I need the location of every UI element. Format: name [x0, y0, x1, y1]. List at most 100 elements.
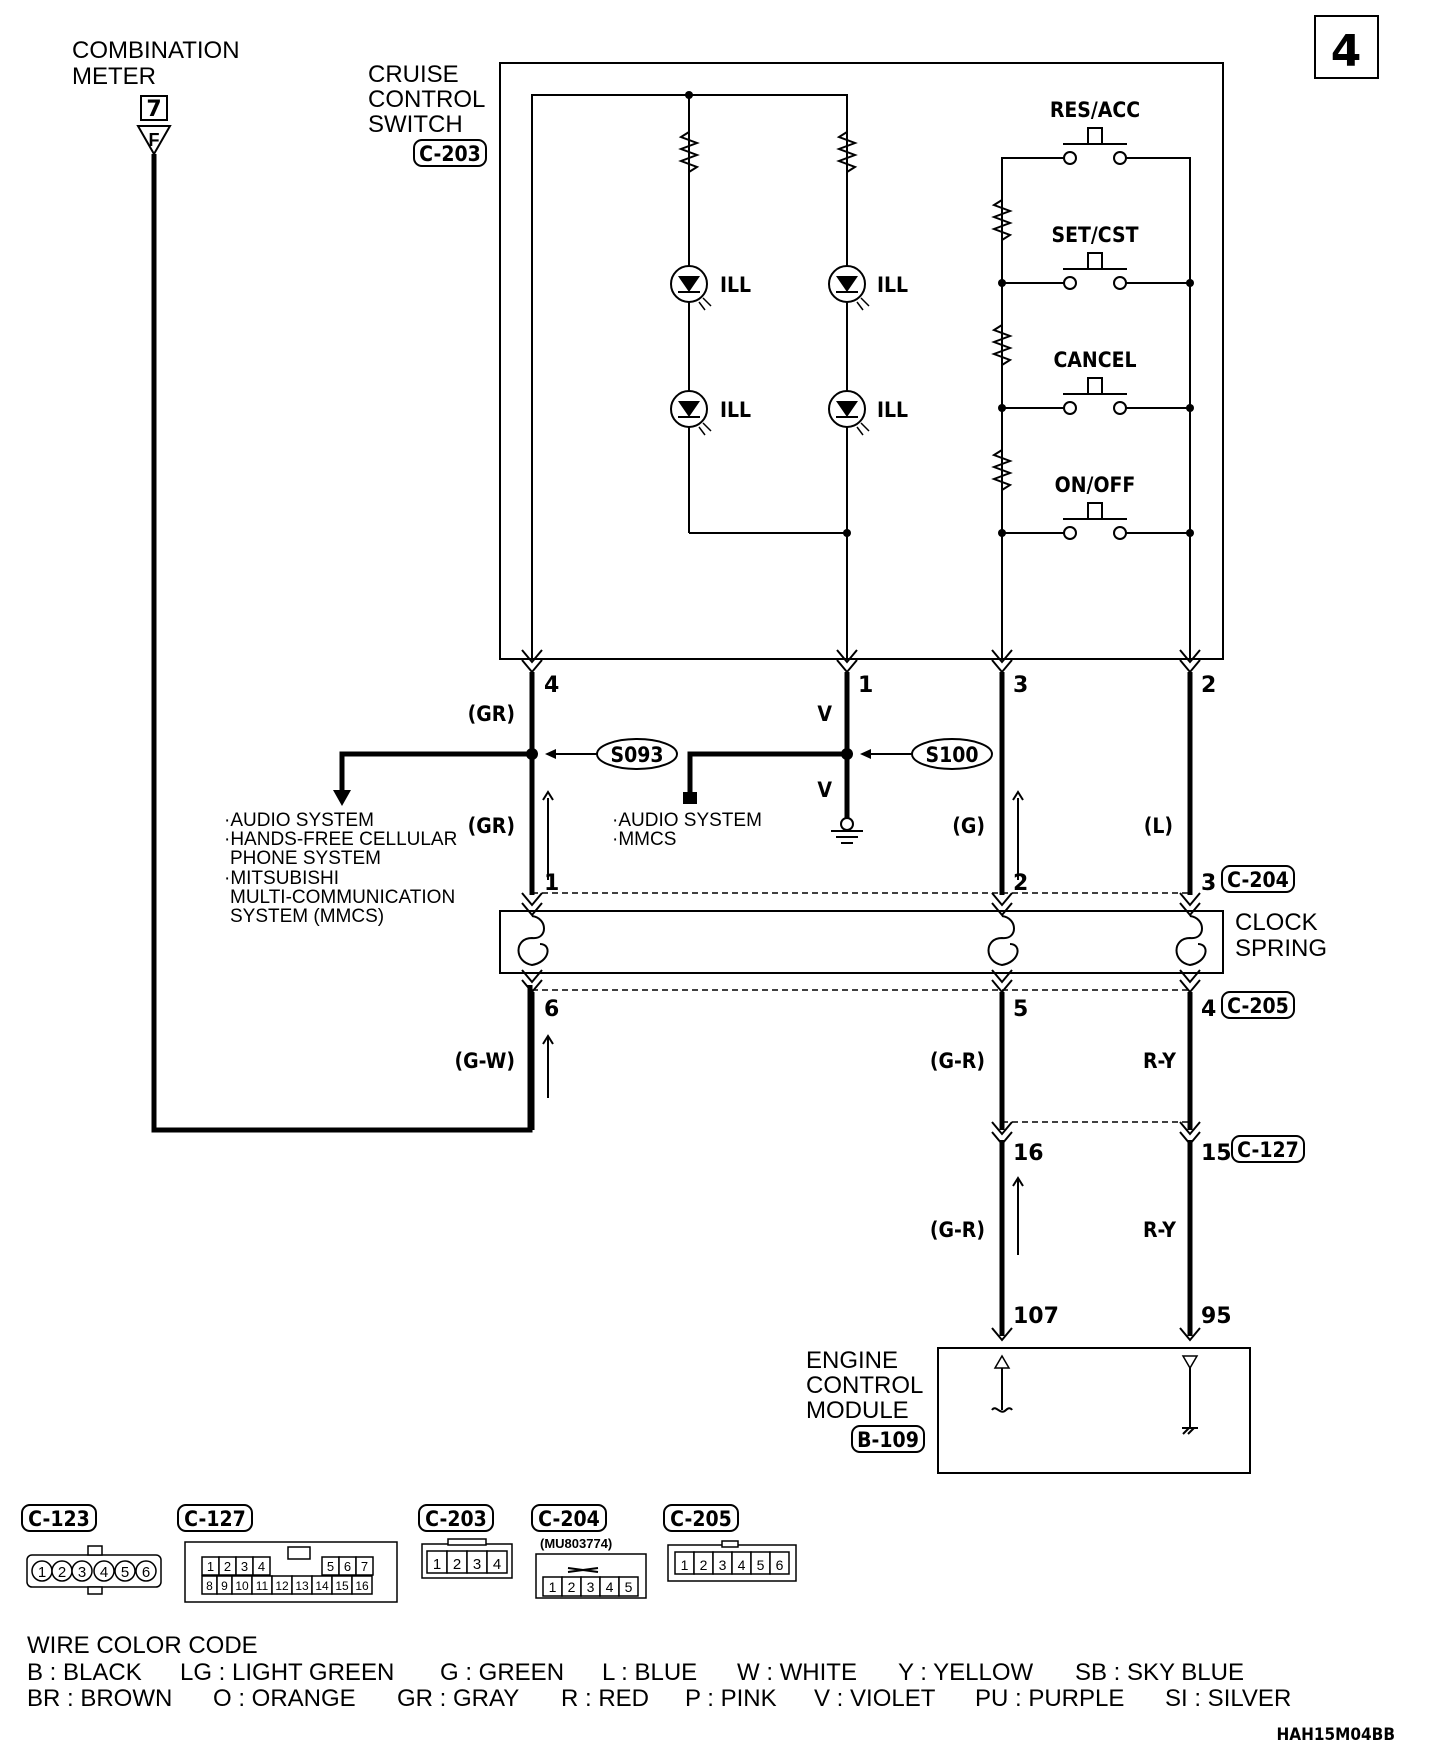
audio-left-note: ·MITSUBISHI	[224, 868, 339, 889]
c204-pin-2: 2	[1013, 871, 1028, 896]
audio-left-note: ·AUDIO SYSTEM	[224, 810, 374, 831]
wire-color-code-entry: GR : GRAY	[397, 1685, 519, 1712]
wire-s100-to-audio	[687, 751, 847, 795]
c205-tag-box	[1221, 991, 1295, 1019]
switch-ladder-left	[1001, 157, 1068, 659]
connector-chevron	[1179, 892, 1201, 917]
wire-color-code-entry: SI : SILVER	[1165, 1685, 1291, 1712]
c205-cell-label: 6	[776, 1557, 784, 1573]
wire-color-g: (G)	[952, 814, 985, 838]
push-switch-icon	[1063, 252, 1127, 290]
ill-bulb-icon	[828, 390, 870, 436]
switch-node	[1186, 279, 1194, 287]
audio-mid-note: ·MMCS	[612, 829, 676, 850]
wire-color-code-entry: LG : LIGHT GREEN	[180, 1659, 394, 1686]
c123-cell: 5	[121, 1564, 129, 1581]
wire-meter-to-c205-pin6	[151, 154, 533, 1133]
c203-cell-label: 3	[473, 1556, 481, 1573]
wire-color-v-lower: V	[817, 778, 832, 802]
wire-color-v-upper: V	[817, 702, 832, 726]
combination-meter-label-2: METER	[72, 63, 156, 90]
c204-tag-box	[1221, 865, 1295, 893]
resistor-icon	[991, 449, 1013, 491]
c204-part-number: (MU803774)	[540, 1536, 612, 1551]
current-arrow-icon	[1012, 790, 1024, 880]
wire-color-code-entry: V : VIOLET	[814, 1685, 936, 1712]
clock-spring-label-2: SPRING	[1235, 935, 1327, 962]
wire-color-code-entry: PU : PURPLE	[975, 1685, 1124, 1712]
ill-label: ILL	[720, 273, 751, 297]
c127-tag-box	[1231, 1135, 1305, 1163]
meter-terminal-icon	[136, 125, 172, 157]
audio-mid-note: ·AUDIO SYSTEM	[612, 810, 762, 831]
ecm-label-1: ENGINE	[806, 1347, 898, 1374]
c204-cell-label: 4	[606, 1579, 614, 1595]
current-arrow-icon	[542, 1034, 554, 1098]
switch-node	[1186, 529, 1194, 537]
wire-color-code-entry: Y : YELLOW	[898, 1659, 1034, 1686]
wire-color-code-entry: G : GREEN	[440, 1659, 564, 1686]
c203-view-tag: C-203	[425, 1507, 487, 1531]
c205-cell-label: 1	[681, 1557, 689, 1573]
wire-color-code-entry: SB : SKY BLUE	[1075, 1659, 1244, 1686]
clock-spring-label-1: CLOCK	[1235, 909, 1318, 936]
c127-cell-label: 16	[355, 1579, 369, 1593]
switch-cancel-label: CANCEL	[1053, 348, 1136, 372]
c203-cell-label: 2	[453, 1556, 461, 1573]
c127-tag: C-127	[1237, 1138, 1299, 1162]
wire-color-code-title: WIRE COLOR CODE	[27, 1632, 258, 1659]
cruise-switch-label-3: SWITCH	[368, 111, 463, 138]
page-number: 4	[1331, 26, 1362, 77]
connector-chevron	[521, 892, 543, 917]
arrow-down-icon	[333, 790, 351, 806]
c205-cell-label: 2	[700, 1557, 708, 1573]
c127-cell-label: 2	[224, 1559, 231, 1574]
wire-color-l: (L)	[1144, 814, 1173, 838]
c127-cell-label: 11	[256, 1579, 269, 1593]
figure-id: HAH15M04BB	[1276, 1725, 1395, 1745]
c127-cell-label: 8	[206, 1579, 213, 1593]
c203-cell-label: 4	[493, 1556, 501, 1573]
wire-color-code-entry: B : BLACK	[27, 1659, 142, 1686]
ecm-label-3: MODULE	[806, 1397, 909, 1424]
audio-left-note: ·HANDS-FREE CELLULAR	[224, 829, 457, 850]
b109-tag-box	[851, 1425, 925, 1453]
c203-pin-2: 2	[1201, 673, 1216, 698]
c205-pin-5: 5	[1013, 997, 1028, 1022]
cruise-switch-label-2: CONTROL	[368, 86, 485, 113]
c205-cell-label: 4	[738, 1557, 746, 1573]
c204-cell-label: 1	[549, 1579, 557, 1595]
c205-view-tag: C-205	[670, 1507, 732, 1531]
c205-cell-label: 5	[757, 1557, 765, 1573]
c123-cell: 6	[142, 1564, 150, 1581]
c127-pin-16: 16	[1013, 1141, 1044, 1166]
wire-color-code-entry: L : BLUE	[602, 1659, 697, 1686]
ill-junction-bottom	[843, 529, 851, 537]
c203-pin-3: 3	[1013, 673, 1028, 698]
push-switch-icon	[1063, 127, 1127, 165]
splice-s100-tag: S100	[925, 743, 978, 767]
wire-s093-to-audio	[339, 751, 532, 795]
wire-color-code-entry: P : PINK	[685, 1685, 777, 1712]
combination-meter-pin: 7	[146, 97, 161, 122]
c127-cell-label: 5	[327, 1559, 334, 1574]
c127-pin-15: 15	[1201, 1141, 1232, 1166]
clock-spring-coil-icon	[1175, 915, 1207, 967]
c123-cell: 1	[38, 1564, 46, 1581]
clock-spring-coil-icon	[987, 915, 1019, 967]
cruise-switch-label-1: CRUISE	[368, 61, 459, 88]
c205-pin-4: 4	[1201, 997, 1216, 1022]
switch-node	[998, 529, 1006, 537]
ecm-output-symbol-icon	[1181, 1355, 1199, 1435]
c203-tag-box	[413, 139, 487, 167]
c127-cell-label: 1	[207, 1559, 214, 1574]
clock-spring-box	[499, 910, 1224, 974]
c123-cell: 3	[78, 1564, 86, 1581]
resistor-icon	[836, 131, 858, 173]
ill-label: ILL	[877, 398, 908, 422]
c127-cell-label: 7	[361, 1559, 368, 1574]
wire-color-code-entry: BR : BROWN	[27, 1685, 172, 1712]
combination-meter-pin-box	[140, 95, 168, 121]
